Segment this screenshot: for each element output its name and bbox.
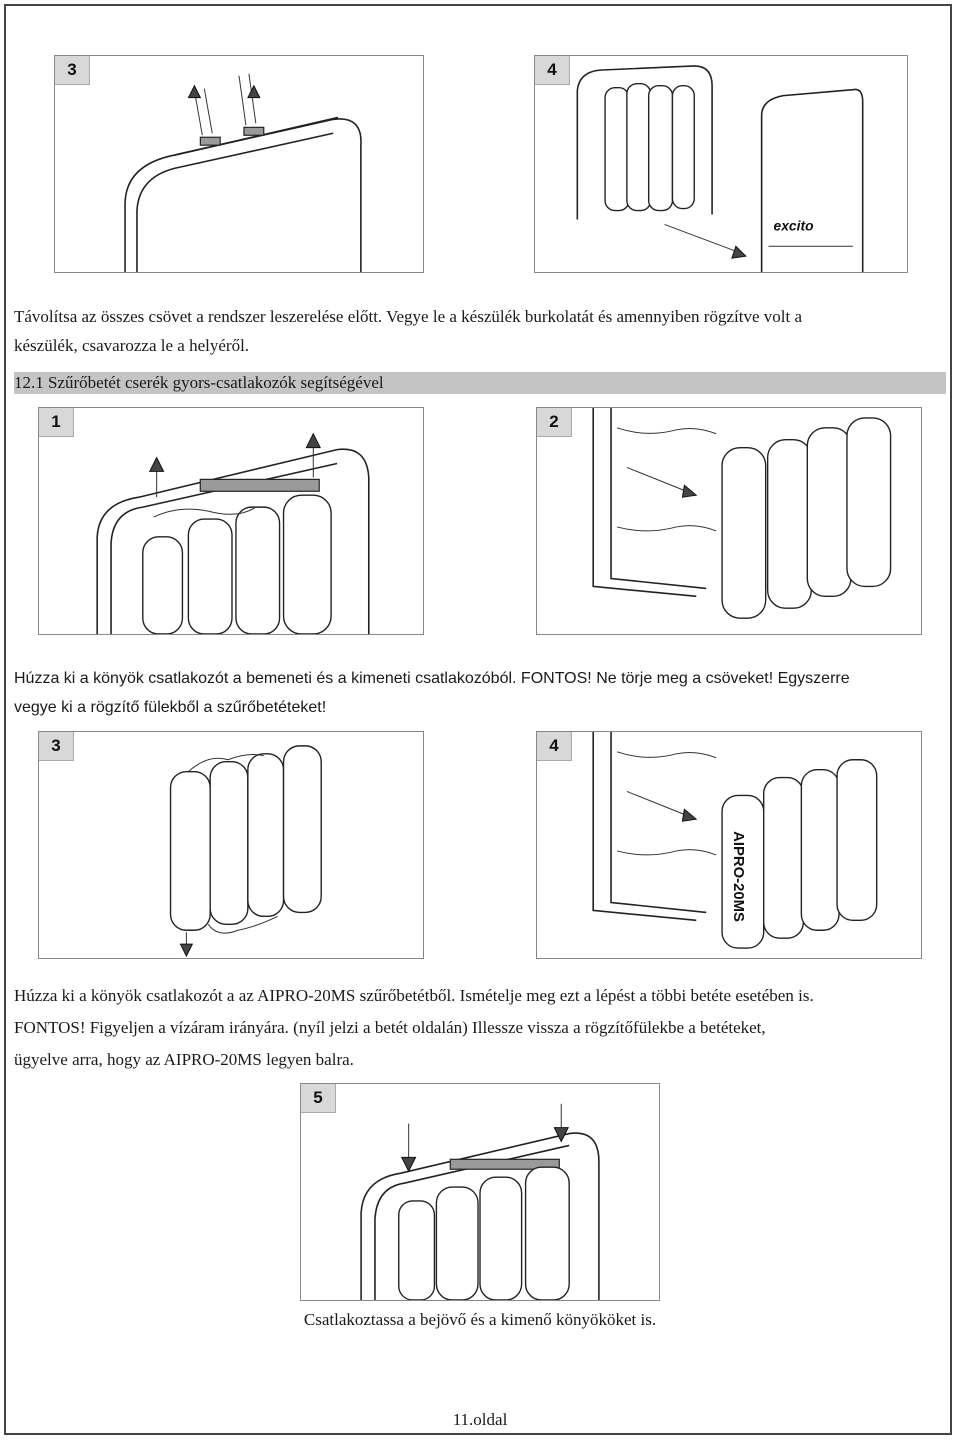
cartridge-removal-illustration (592, 408, 892, 619)
reconnect-illustration (360, 1103, 600, 1300)
figure-number: 4 (535, 56, 570, 85)
section-heading: 12.1 Szűrőbetét cserék gyors-csatlakozók… (14, 372, 946, 394)
aipro-cartridge-illustration: AIPRO-20MS (592, 732, 878, 949)
cover-logo: excito (774, 217, 815, 233)
quick-connect-illustration (96, 432, 370, 634)
figure-5-caption: Csatlakoztassa a bejövő és a kimenő köny… (303, 1310, 657, 1329)
figure-middle-1: 1 (38, 407, 424, 635)
paragraph-line: vegye ki a rögzítő fülekből a szűrőbetét… (14, 699, 327, 716)
paragraph-line: ügyelve arra, hogy az AIPRO-20MS legyen … (14, 1050, 354, 1069)
paragraph-line: készülék, csavarozza le a helyéről. (14, 336, 250, 355)
paragraph-line: Húzza ki a könyök csatlakozót a bemeneti… (14, 670, 850, 687)
figure-lower-3: 3 (38, 731, 424, 959)
figure-top-3: 3 (54, 55, 424, 273)
paragraph-line: FONTOS! Figyeljen a vízáram irányára. (n… (14, 1018, 766, 1037)
figure-number: 3 (39, 732, 74, 761)
figure-number: 1 (39, 408, 74, 437)
paragraph-step-1-2: Húzza ki a könyök csatlakozót a bemeneti… (14, 664, 946, 722)
housing-top-illustration (124, 73, 362, 272)
paragraph-line: Távolítsa az összes csövet a rendszer le… (14, 307, 802, 326)
cartridges-out-illustration (169, 745, 322, 958)
paragraph-line: Húzza ki a könyök csatlakozót a az AIPRO… (14, 986, 814, 1005)
cartridge-label: AIPRO-20MS (730, 831, 746, 922)
paragraph-intro: Távolítsa az összes csövet a rendszer le… (14, 302, 946, 360)
figure-bottom-5: 5 (300, 1083, 660, 1301)
cover-removal-illustration: excito (576, 65, 864, 272)
figure-middle-2: 2 (536, 407, 922, 635)
page-border (4, 4, 952, 1435)
figure-number: 3 (55, 56, 90, 85)
page-number: 11.oldal (452, 1410, 508, 1429)
figure-top-4: excito 4 (534, 55, 908, 273)
figure-number: 2 (537, 408, 572, 437)
figure-number: 4 (537, 732, 572, 761)
figure-number: 5 (301, 1084, 336, 1113)
paragraph-step-3-4: Húzza ki a könyök csatlakozót a az AIPRO… (14, 980, 946, 1076)
figure-lower-4: AIPRO-20MS 4 (536, 731, 922, 959)
